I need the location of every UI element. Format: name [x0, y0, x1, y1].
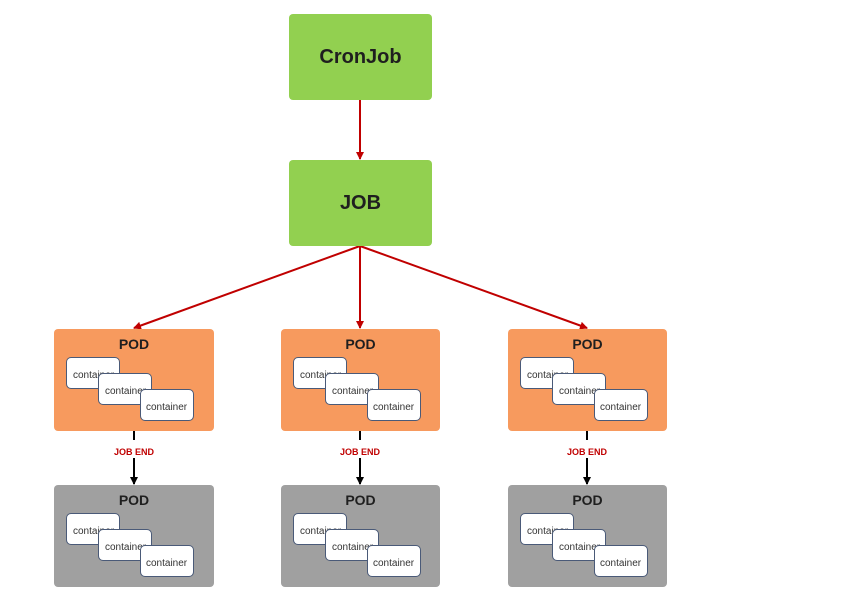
job-box: JOB [289, 160, 432, 246]
cronjob-label: CronJob [319, 45, 402, 68]
pod-label: POD [345, 492, 376, 508]
pod-label: POD [118, 492, 150, 508]
arrow-job-to-pod-1 [133, 245, 361, 330]
container-card: container [140, 389, 194, 421]
job-end-label: JOB END [113, 447, 154, 457]
pod-running-3: POD container container container [508, 329, 667, 431]
pod-label: POD [572, 492, 603, 508]
pod-running-1: POD container container container [54, 329, 214, 431]
arrow-job-to-pod-3 [359, 245, 588, 330]
container-card: container [367, 545, 421, 577]
container-card: container [140, 545, 194, 577]
pod-finished-1: POD container container container [54, 485, 214, 587]
cronjob-box: CronJob [289, 14, 432, 100]
job-end-label: JOB END [566, 447, 607, 457]
pod-finished-2: POD container container container [281, 485, 440, 587]
container-card: container [594, 545, 648, 577]
container-card: container [367, 389, 421, 421]
pod-label: POD [118, 336, 150, 352]
container-card: container [594, 389, 648, 421]
job-label: JOB [339, 191, 382, 214]
pod-label: POD [345, 336, 376, 352]
pod-finished-3: POD container container container [508, 485, 667, 587]
pod-label: POD [572, 336, 603, 352]
pod-running-2: POD container container container [281, 329, 440, 431]
job-end-label: JOB END [339, 447, 380, 457]
